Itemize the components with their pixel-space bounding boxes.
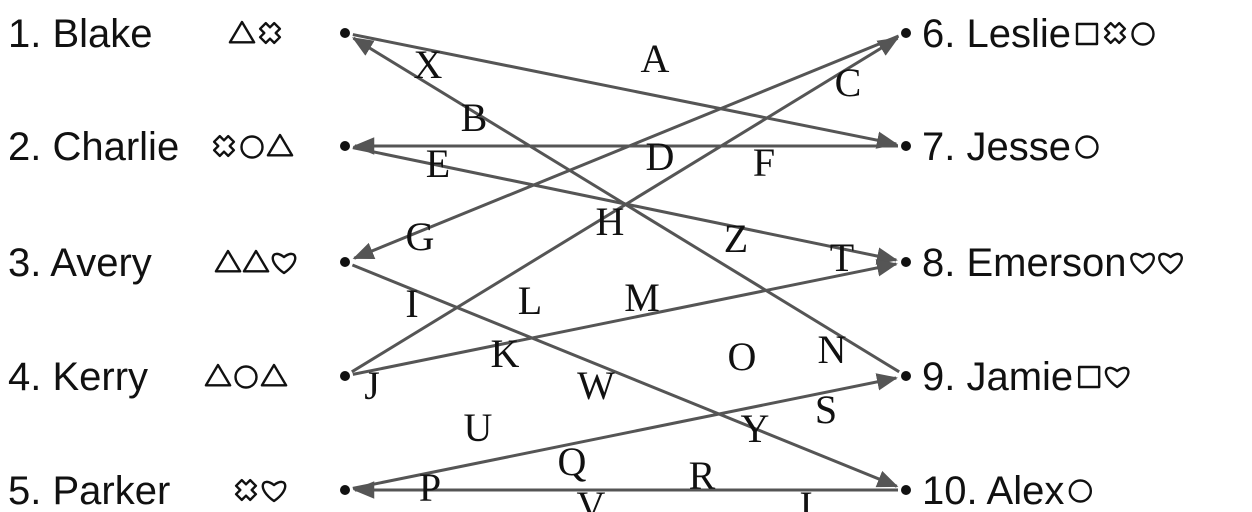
scattered-letter: J <box>364 363 380 408</box>
scattered-letter: E <box>426 141 450 186</box>
person-label: 7. Jesse <box>922 125 1071 169</box>
scattered-letter: H <box>596 199 625 244</box>
connection-dot <box>340 371 350 381</box>
right-person-row: 8. Emerson <box>901 241 1183 285</box>
scattered-letter: I <box>405 281 418 326</box>
scattered-letter: Z <box>724 216 748 261</box>
connection-dot <box>340 485 350 495</box>
scattered-letter: M <box>624 275 660 320</box>
connection-arrow <box>352 34 900 260</box>
scattered-letter: Q <box>558 439 587 484</box>
circle-symbol <box>1075 135 1099 159</box>
person-label: 4. Kerry <box>8 355 148 399</box>
connection-dot <box>340 257 350 267</box>
scattered-letter: A <box>641 36 670 81</box>
square-symbol <box>1075 22 1099 46</box>
connection-dot <box>340 28 350 38</box>
connection-arrow <box>352 373 898 490</box>
heart-symbol <box>261 480 287 503</box>
scattered-letters: A XB C D E F H G Z T I L M K N O J W S U Y Q R P V I <box>364 36 861 512</box>
connection-dot <box>901 257 911 267</box>
connection-arrow <box>351 263 899 488</box>
person-label: 6. Leslie <box>922 12 1071 56</box>
heart-symbol <box>1130 252 1155 275</box>
circle-symbol <box>1131 22 1155 46</box>
triangle-symbol <box>204 363 232 387</box>
scattered-letter: N <box>818 327 847 372</box>
scattered-letter: L <box>518 278 542 323</box>
left-person-row: 2. Charlie <box>8 125 350 169</box>
scattered-letter: Y <box>741 406 770 451</box>
scattered-letter: W <box>577 363 615 408</box>
heart-symbol <box>271 252 297 275</box>
right-person-row: 6. Leslie <box>901 12 1155 56</box>
scattered-letter: S <box>815 387 837 432</box>
connection-dot <box>901 485 911 495</box>
scattered-letter: T <box>830 235 854 280</box>
person-label: 9. Jamie <box>922 355 1073 399</box>
left-people-column: 1. Blake 2. Charlie 3. Avery 4. Kerry 5. Par… <box>8 12 350 512</box>
connection-dot <box>901 141 911 151</box>
scattered-letter: K <box>491 331 520 376</box>
connection-dot <box>340 141 350 151</box>
connection-dot <box>901 28 911 38</box>
left-person-row: 4. Kerry <box>8 355 350 399</box>
person-label: 2. Charlie <box>8 125 179 169</box>
cross-symbol <box>212 134 236 158</box>
scattered-letter: I <box>799 483 812 512</box>
connection-arrows <box>351 33 900 499</box>
connection-arrow <box>351 36 899 374</box>
heart-symbol <box>1158 252 1183 275</box>
scattered-letter: B <box>461 95 488 140</box>
scattered-letter: R <box>689 453 716 498</box>
cross-symbol <box>1103 21 1127 45</box>
scattered-letter: C <box>835 60 862 105</box>
left-person-row: 3. Avery <box>8 241 350 285</box>
scattered-letter: U <box>464 405 493 450</box>
connection-arrow <box>352 33 898 149</box>
right-person-row: 7. Jesse <box>901 125 1099 169</box>
scattered-letter: O <box>728 334 757 379</box>
triangle-symbol <box>266 133 294 157</box>
person-label: 1. Blake <box>8 12 153 56</box>
scattered-letter: F <box>753 140 775 185</box>
person-label: 5. Parker <box>8 469 170 512</box>
circle-symbol <box>240 135 264 159</box>
scattered-letter: P <box>419 465 441 510</box>
circle-symbol <box>234 365 258 389</box>
circle-symbol <box>1068 479 1093 503</box>
cross-symbol <box>258 21 282 45</box>
cross-symbol <box>234 478 258 502</box>
person-label: 10. Alex <box>922 469 1064 512</box>
triangle-symbol <box>260 363 288 387</box>
right-people-column: 6. Leslie 7. Jesse 8. Emerson 9. Jamie 10. A… <box>901 12 1183 512</box>
square-symbol <box>1077 365 1101 389</box>
scattered-letter: G <box>406 214 435 259</box>
person-label: 3. Avery <box>8 241 152 285</box>
left-person-row: 5. Parker <box>8 469 350 512</box>
scattered-letter: D <box>646 134 675 179</box>
right-person-row: 9. Jamie <box>901 355 1130 399</box>
scattered-letter: V <box>577 483 606 512</box>
person-label: 8. Emerson <box>922 241 1127 285</box>
triangle-symbol <box>242 249 270 273</box>
triangle-symbol <box>214 249 242 273</box>
connection-arrow <box>352 259 898 376</box>
scattered-letter: X <box>414 42 443 87</box>
triangle-symbol <box>228 20 256 44</box>
right-person-row: 10. Alex <box>901 469 1093 512</box>
left-person-row: 1. Blake <box>8 12 350 56</box>
connection-dot <box>901 371 911 381</box>
heart-symbol <box>1104 366 1130 389</box>
